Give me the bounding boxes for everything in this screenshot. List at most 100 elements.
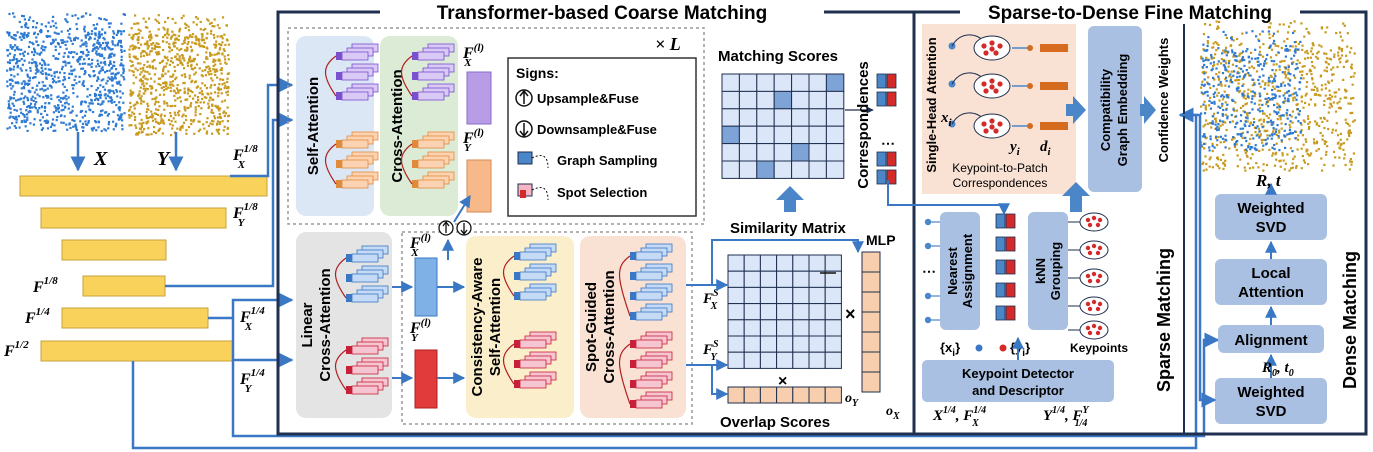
cloud-point: [192, 60, 195, 63]
cloud-point: [142, 100, 145, 103]
cloud-point: [1242, 83, 1245, 86]
alignment-box[interactable]: [1218, 325, 1324, 353]
cloud-point: [1337, 88, 1341, 91]
cloud-point: [1258, 119, 1261, 122]
cloud-point: [1246, 120, 1249, 123]
cloud-point: [206, 57, 209, 60]
local-attention-box[interactable]: [1215, 259, 1327, 305]
cloud-point: [81, 83, 84, 86]
cloud-point: [147, 120, 150, 123]
cloud-point: [207, 106, 210, 110]
cloud-point: [218, 48, 221, 51]
token-head: [412, 180, 418, 188]
cloud-point: [80, 101, 83, 104]
cloud-point: [14, 38, 17, 41]
patch-groups: [1068, 212, 1109, 340]
cloud-point: [1235, 88, 1239, 91]
score-cell: [738, 125, 758, 145]
cloud-point: [27, 79, 30, 82]
cloud-point: [167, 118, 171, 121]
cloud-point: [1200, 112, 1203, 115]
cloud-point: [165, 62, 168, 65]
coarse-title: Transformer-based Coarse Matching: [437, 3, 767, 24]
cloud-point: [1308, 154, 1311, 157]
cloud-point: [1226, 117, 1229, 120]
cloud-point: [214, 73, 217, 76]
score-cell: [738, 73, 758, 92]
feature-bar: [19, 175, 268, 197]
cloud-point: [77, 17, 80, 20]
cloud-point: [1235, 65, 1238, 68]
cloud-point: [173, 65, 176, 68]
cloud-point: [1257, 38, 1260, 41]
cloud-point: [206, 47, 209, 50]
cloud-point: [141, 83, 144, 86]
cloud-point: [201, 75, 204, 78]
cloud-point: [192, 97, 195, 100]
cloud-point: [12, 104, 15, 107]
cloud-point: [60, 114, 63, 117]
patch-point: [989, 46, 995, 52]
cloud-point: [64, 94, 67, 98]
cloud-point: [128, 114, 131, 117]
fx-hat-feature: [414, 257, 438, 317]
cloud-point: [221, 37, 224, 40]
cloud-point: [1275, 54, 1278, 57]
cloud-point: [114, 77, 117, 80]
cloud-point: [1271, 133, 1274, 136]
patch-point: [1087, 278, 1093, 284]
token-head: [336, 160, 342, 168]
cloud-point: [1330, 95, 1334, 98]
attention-curve: [619, 343, 631, 405]
cloud-point: [1224, 101, 1227, 104]
patch-point: [1091, 215, 1097, 221]
cloud-point: [72, 125, 75, 128]
cloud-point: [1261, 126, 1264, 129]
cloud-point: [1235, 148, 1238, 151]
cloud-point: [113, 64, 116, 67]
patch-point: [989, 40, 995, 46]
cloud-point: [1301, 155, 1304, 158]
patch-point: [1095, 222, 1101, 228]
cloud-point: [1201, 71, 1204, 74]
cloud-point: [9, 107, 12, 110]
cloud-point: [69, 27, 72, 30]
cloud-point: [90, 32, 93, 36]
cloud-point: [151, 47, 154, 50]
cloud-point: [1314, 120, 1317, 123]
cloud-point: [19, 108, 22, 111]
cloud-point: [107, 127, 110, 130]
cloud-point: [97, 120, 100, 123]
cloud-point: [1325, 140, 1328, 143]
cloud-point: [1265, 163, 1269, 167]
patch-point: [989, 78, 995, 84]
cloud-point: [154, 34, 157, 37]
cloud-point: [46, 30, 50, 33]
weighted-svd-bottom[interactable]: [1215, 378, 1327, 424]
cloud-point: [107, 100, 110, 103]
cloud-point: [177, 111, 180, 114]
cloud-point: [145, 133, 148, 136]
cloud-point: [137, 28, 140, 31]
cloud-point: [198, 38, 201, 41]
cloud-point: [1258, 136, 1261, 139]
overlap-cell: [861, 331, 881, 353]
cloud-point: [103, 88, 106, 91]
cloud-point: [1226, 115, 1229, 118]
score-cell: [756, 143, 775, 162]
cloud-point: [98, 54, 102, 57]
cloud-point: [32, 20, 35, 23]
overlap-cell: [861, 271, 881, 293]
weighted-svd-top[interactable]: [1215, 194, 1327, 240]
cloud-point: [1268, 134, 1271, 137]
cloud-point: [1348, 134, 1351, 137]
cloud-point: [52, 129, 55, 132]
cloud-point: [92, 75, 95, 78]
cloud-point: [128, 53, 131, 56]
cloud-point: [88, 38, 91, 41]
cloud-point: [94, 27, 97, 30]
cloud-point: [172, 73, 175, 76]
cloud-point: [73, 38, 76, 41]
cloud-point: [89, 109, 92, 112]
cloud-point: [1310, 88, 1313, 91]
